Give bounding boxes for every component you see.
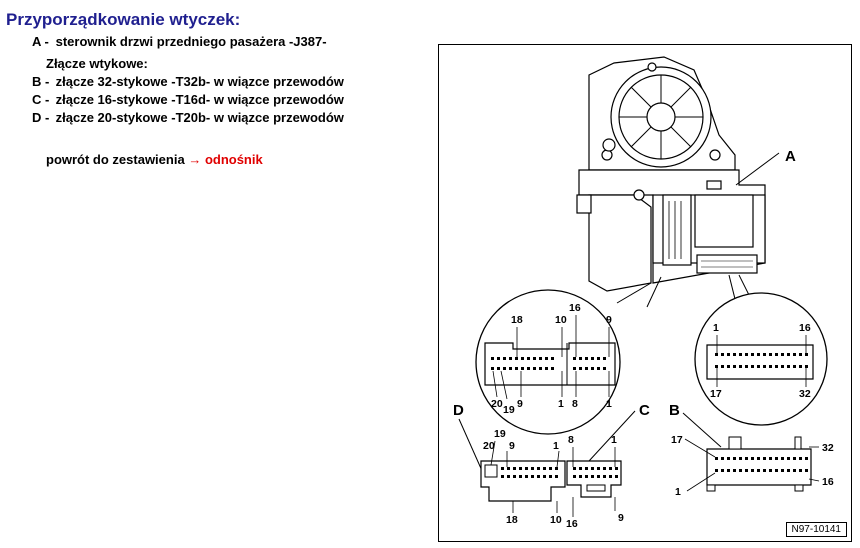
label-c: C: [639, 402, 650, 419]
magnified-view-left: 18 10 16 9 20 19 9 1 8 1: [475, 289, 621, 435]
pin-label: 18: [506, 514, 518, 526]
pin-label: 16: [799, 322, 811, 334]
diagram-svg: A: [453, 56, 834, 530]
connectors-heading: Złącze wtykowe:: [46, 56, 148, 71]
magnified-view-right: 1 16 17 32: [694, 292, 828, 426]
pin-label: 16: [822, 476, 834, 488]
legend-item-c: C - złącze 16-stykowe -T16d- w wiązce pr…: [32, 92, 344, 107]
legend-key: D -: [32, 110, 50, 125]
legend-key: A -: [32, 34, 49, 49]
back-link-row: powrót do zestawienia → odnośnik: [46, 152, 263, 167]
legend-item-b: B - złącze 32-stykowe -T32b- w wiązce pr…: [32, 74, 344, 89]
pin-label: 16: [569, 302, 581, 314]
connector-d: D 19 20 9 1 18 1: [453, 402, 566, 526]
pin-label: 8: [572, 398, 578, 410]
pin-label: 18: [511, 314, 523, 326]
connector-diagram: A: [438, 44, 852, 542]
legend-text: sterownik drzwi przedniego pasażera -J38…: [55, 34, 327, 49]
page-title: Przyporządkowanie wtyczek:: [6, 10, 241, 29]
pin-label: 1: [553, 440, 559, 452]
label-d: D: [453, 402, 464, 419]
legend-key: B -: [32, 74, 50, 89]
pin-label: 19: [494, 428, 506, 440]
motor-assembly: [576, 56, 766, 292]
back-link[interactable]: → odnośnik: [188, 152, 262, 167]
figure-id: N97-10141: [785, 522, 847, 537]
pin-label: 20: [491, 398, 503, 410]
pin-label: 19: [503, 404, 515, 416]
pin-label: 10: [555, 314, 567, 326]
pin-label: 9: [509, 440, 515, 452]
label-b: B: [669, 402, 680, 419]
legend-text: złącze 32-stykowe -T32b- w wiązce przewo…: [55, 74, 344, 89]
legend-text: złącze 20-stykowe -T20b- w wiązce przewo…: [55, 110, 344, 125]
back-link-label: odnośnik: [204, 152, 263, 167]
pin-label: 16: [566, 518, 578, 530]
legend-text: złącze 16-stykowe -T16d- w wiązce przewo…: [55, 92, 344, 107]
legend-item-d: D - złącze 20-stykowe -T20b- w wiązce pr…: [32, 110, 344, 125]
connector-b: B: [669, 402, 834, 498]
legend-item-a: A - sterownik drzwi przedniego pasażera …: [32, 34, 327, 49]
legend-key: C -: [32, 92, 50, 107]
connector-c: C 8 1 16 9: [566, 402, 650, 530]
arrow-right-icon: →: [188, 152, 202, 167]
back-link-prefix: powrót do zestawienia: [46, 152, 185, 167]
pin-label: 1: [558, 398, 564, 410]
pin-label: 9: [618, 512, 624, 524]
pin-label: 32: [822, 442, 834, 454]
pin-label: 1: [713, 322, 719, 334]
label-a: A: [785, 148, 796, 165]
pin-label: 17: [671, 434, 683, 446]
pin-label: 9: [606, 314, 612, 326]
pin-label: 1: [675, 486, 681, 498]
pin-label: 10: [550, 514, 562, 526]
pin-label: 32: [799, 388, 811, 400]
pin-label: 8: [568, 434, 574, 446]
pin-label: 9: [517, 398, 523, 410]
pin-label: 1: [606, 398, 612, 410]
pin-label: 20: [483, 440, 495, 452]
pin-label: 1: [611, 434, 617, 446]
pin-label: 17: [710, 388, 722, 400]
